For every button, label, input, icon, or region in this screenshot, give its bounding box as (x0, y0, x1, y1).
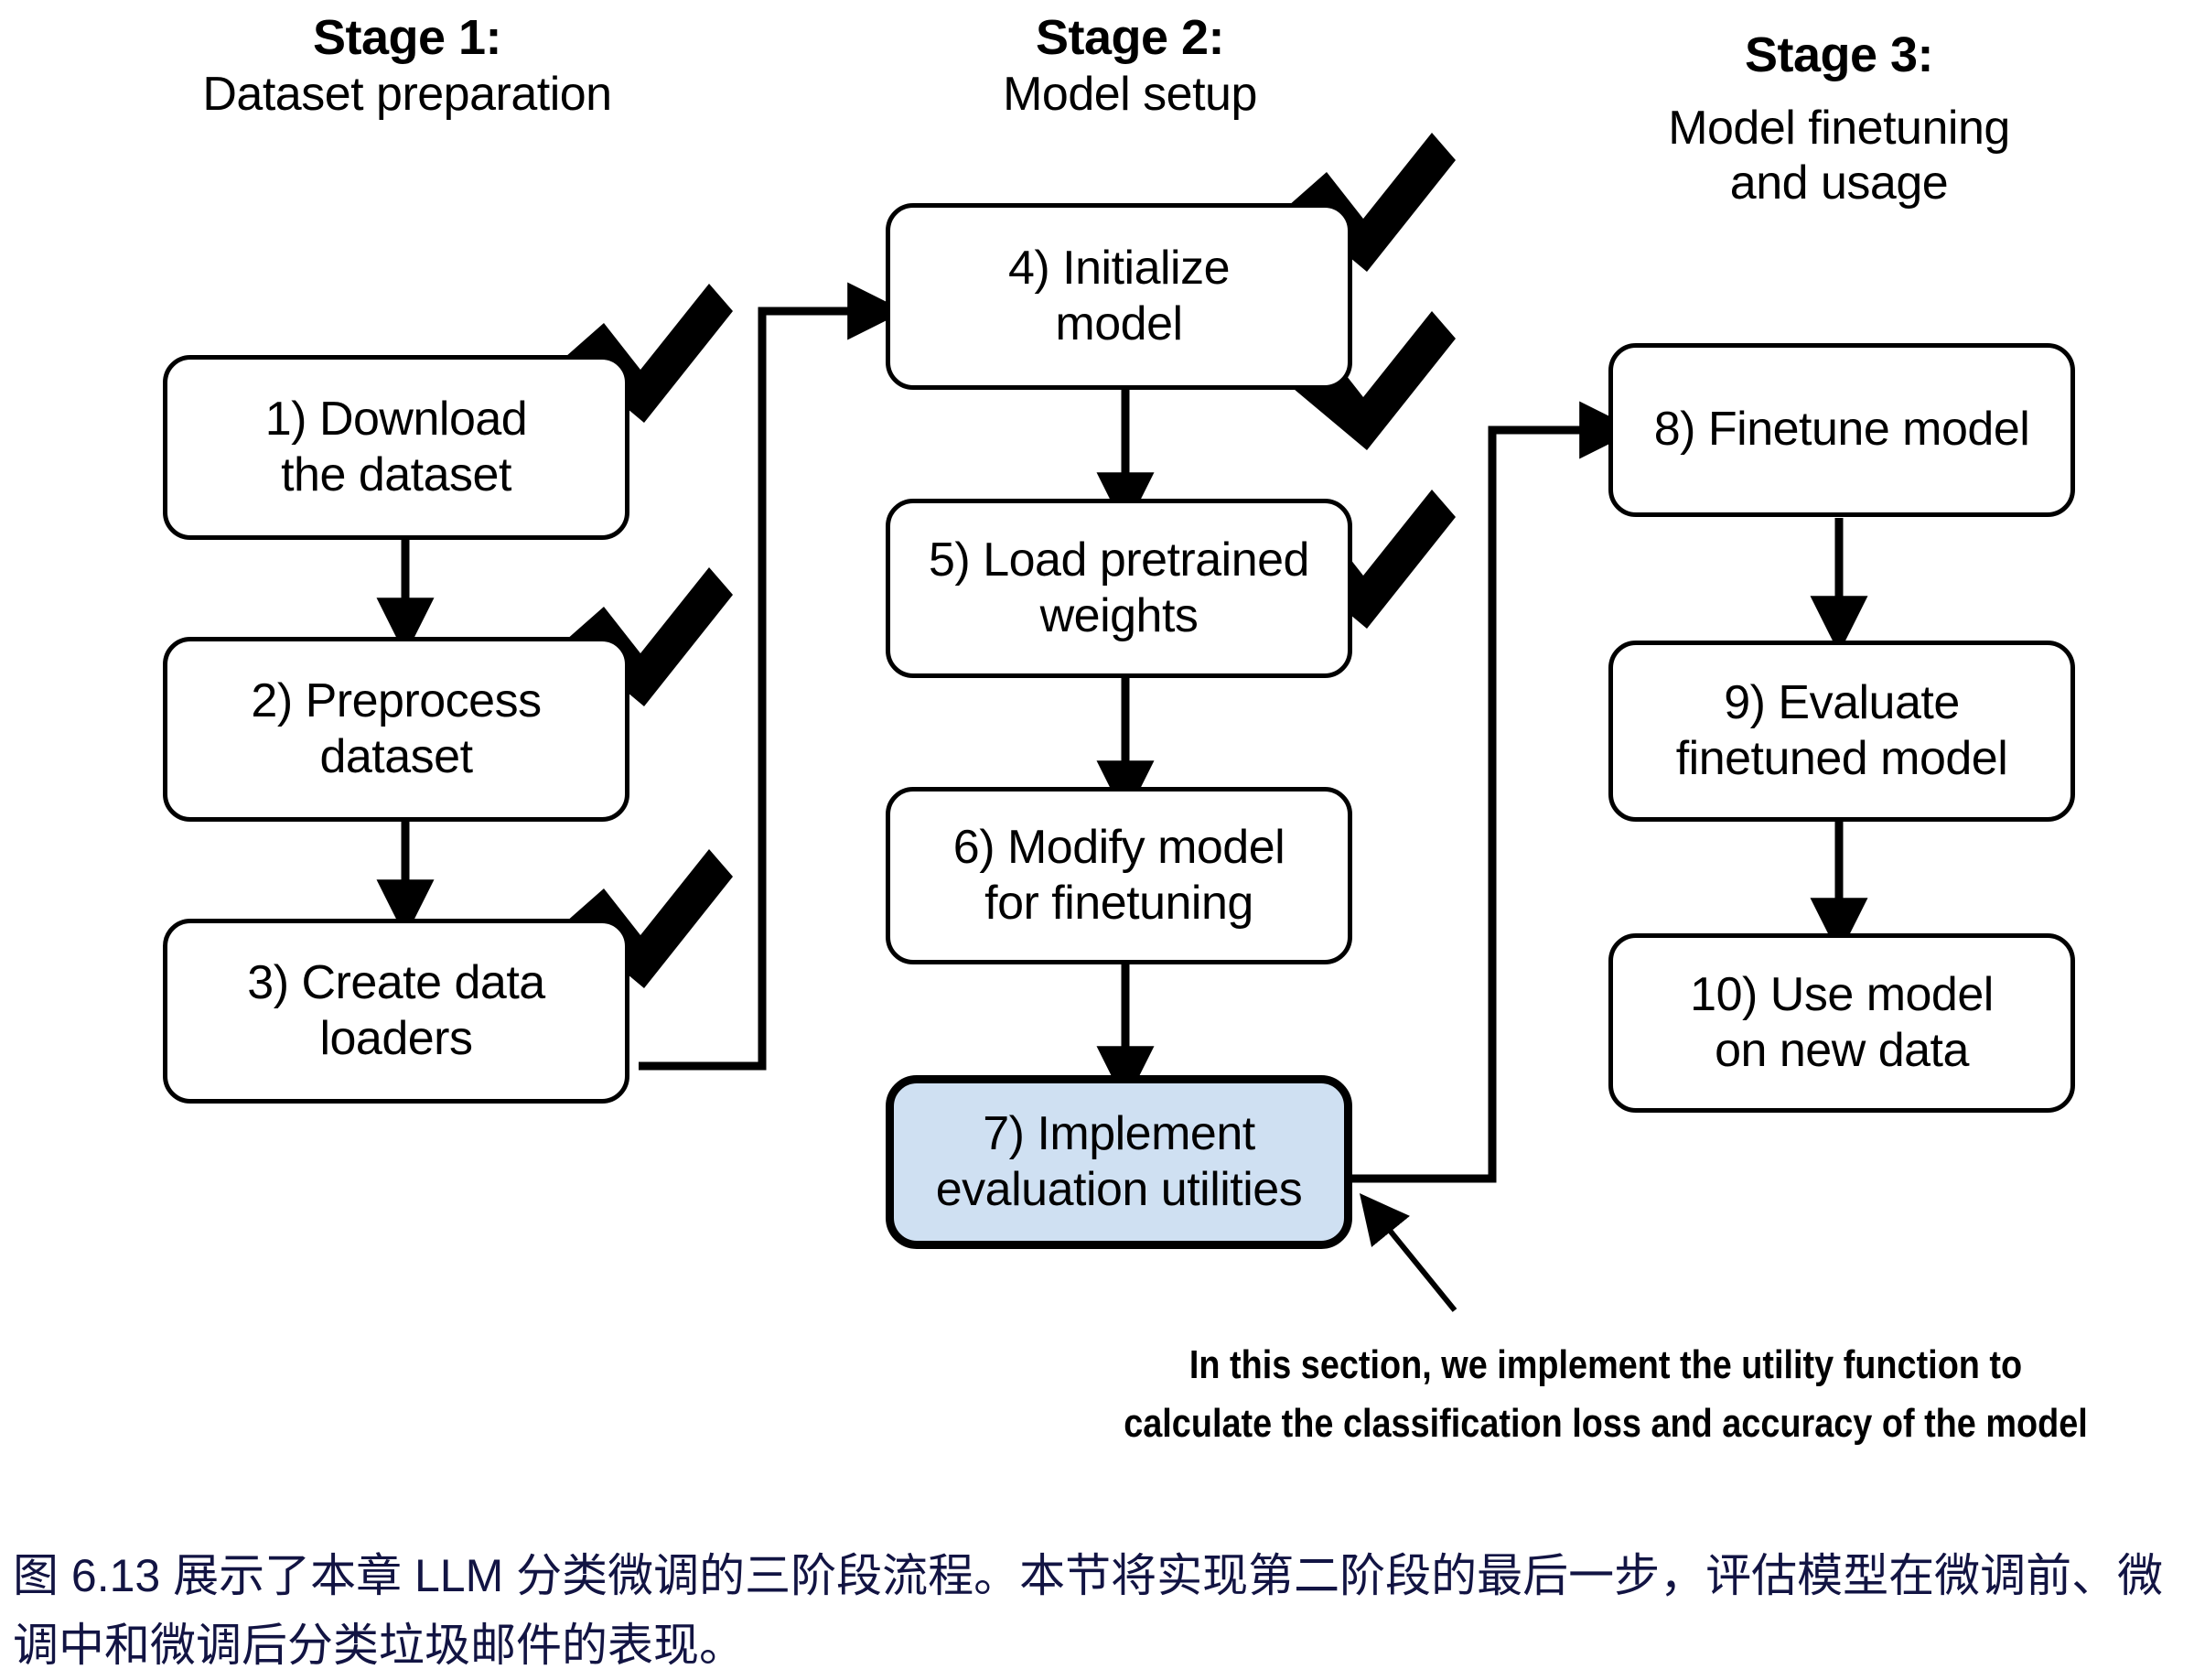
stage-header-1: Stage 1: Dataset preparation (55, 9, 759, 122)
connector-node3-to-node4 (639, 282, 906, 1071)
connector-node7-to-node8 (1352, 401, 1638, 1183)
node-5-label: 5) Load pretrained weights (929, 533, 1309, 642)
annotation-pointer-arrow (1359, 1193, 1457, 1312)
node-implement-evaluation-utilities[interactable]: 7) Implement evaluation utilities (886, 1075, 1352, 1249)
stage-3-title: Stage 3: (1744, 27, 1934, 82)
node-9-label: 9) Evaluate finetuned model (1675, 675, 2008, 785)
stage-1-title: Stage 1: (312, 10, 502, 65)
node-finetune-model[interactable]: 8) Finetune model (1608, 343, 2075, 517)
node-6-label: 6) Modify model for finetuning (952, 820, 1285, 930)
node-3-label: 3) Create data loaders (247, 955, 545, 1065)
node-load-pretrained-weights[interactable]: 5) Load pretrained weights (886, 499, 1352, 678)
node-modify-model-for-finetuning[interactable]: 6) Modify model for finetuning (886, 787, 1352, 964)
node-8-label: 8) Finetune model (1653, 403, 2030, 457)
annotation-text: In this section, we implement the utilit… (1124, 1342, 2088, 1446)
stage-header-2: Stage 2: Model setup (778, 9, 1482, 122)
node-10-label: 10) Use model on new data (1690, 967, 1994, 1077)
stage-2-title: Stage 2: (1035, 10, 1225, 65)
node-4-label: 4) Initialize model (1007, 241, 1231, 350)
node-use-model-on-new-data[interactable]: 10) Use model on new data (1608, 933, 2075, 1113)
node-2-label: 2) Preprocess dataset (251, 673, 542, 783)
node-create-dataloaders[interactable]: 3) Create data loaders (163, 919, 629, 1104)
node-download-dataset[interactable]: 1) Download the dataset (163, 355, 629, 540)
node-evaluate-finetuned-model[interactable]: 9) Evaluate finetuned model (1608, 641, 2075, 822)
node-1-label: 1) Download the dataset (264, 392, 528, 501)
stage-header-3: Stage 3: Model finetuning and usage (1500, 9, 2178, 228)
node-initialize-model[interactable]: 4) Initialize model (886, 203, 1352, 390)
node-preprocess-dataset[interactable]: 2) Preprocess dataset (163, 637, 629, 822)
stage-2-subtitle: Model setup (1003, 67, 1257, 121)
stage-1-subtitle: Dataset preparation (202, 67, 612, 121)
figure-caption: 图 6.13 展示了本章 LLM 分类微调的三阶段流程。本节将实现第二阶段的最后… (13, 1550, 2164, 1671)
stage-3-subtitle: Model finetuning and usage (1668, 101, 2010, 210)
node-7-label: 7) Implement evaluation utilities (935, 1106, 1303, 1216)
